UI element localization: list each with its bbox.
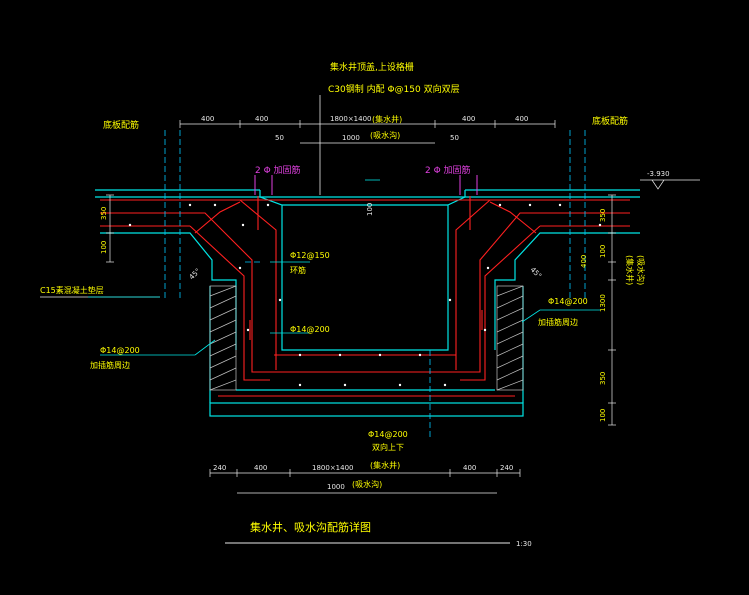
bottom-dim-4: 400 <box>463 464 476 472</box>
bottom-dim-1: 240 <box>213 464 226 472</box>
elevation-label: -3.930 <box>647 170 670 178</box>
rebar-14-left-label: Φ14@200 <box>100 346 140 355</box>
top-dim-3: 1800×1400 <box>330 115 372 123</box>
right-dim-1: 350 <box>599 209 607 222</box>
pit-label-right: (集水井) <box>625 255 635 285</box>
bottom-dim-3: 1800×1400 <box>312 464 354 472</box>
bottom-dim-5: 240 <box>500 464 513 472</box>
bottom-bar-label-left: 底板配筋 <box>103 119 139 131</box>
add-bar-label-left: 2 Φ 加固筋 <box>255 164 301 176</box>
left-dim-1: 350 <box>100 207 108 220</box>
add-around-left-label: 加插筋周边 <box>90 360 130 370</box>
top-dim-2: 400 <box>255 115 268 123</box>
cover-title: 集水井顶盖,上设格栅 <box>330 61 414 73</box>
rebar-12-label: Φ12@150 <box>290 251 330 260</box>
wall-hatch-left <box>209 285 237 391</box>
rebar-lines <box>100 196 630 397</box>
top-dim-8: 50 <box>450 134 459 142</box>
rebar-bottom-label: Φ14@200 <box>368 430 408 439</box>
wall-hatch-right <box>496 285 524 391</box>
c15-label: C15素混凝土垫层 <box>40 285 104 295</box>
right-dim-6: 100 <box>599 409 607 422</box>
trench-label-top: (吸水沟) <box>370 130 400 140</box>
callout-brackets <box>254 175 478 195</box>
top-dim-5: 400 <box>515 115 528 123</box>
trench-label-bottom: (吸水沟) <box>352 479 382 489</box>
reference-lines <box>164 130 586 440</box>
top-dim-7: 50 <box>275 134 284 142</box>
bottom-dim-6: 1000 <box>327 483 345 491</box>
drawing-scale: 1:30 <box>516 540 532 548</box>
add-around-right-label: 加插筋周边 <box>538 317 578 327</box>
rebar-dots <box>128 203 602 387</box>
ring-bar-label: 环筋 <box>290 265 306 275</box>
pit-label-top: (集水井) <box>372 114 402 124</box>
right-dim-3: 100 <box>599 245 607 258</box>
both-way-label: 双向上下 <box>372 442 404 452</box>
right-dim-5: 350 <box>599 372 607 385</box>
rebar-14-right-label: Φ14@200 <box>548 297 588 306</box>
top-dim-9: 100 <box>366 203 374 216</box>
trench-label-right: (吸水沟) <box>636 255 646 285</box>
cover-spec: C30钢制 内配 Φ@150 双向双层 <box>328 83 460 95</box>
right-dim-4: 1300 <box>599 294 607 312</box>
bottom-dim-2: 400 <box>254 464 267 472</box>
bottom-bar-label-right: 底板配筋 <box>592 115 628 127</box>
top-dim-6: 1000 <box>342 134 360 142</box>
pit-label-bottom: (集水井) <box>370 460 400 470</box>
drawing-title: 集水井、吸水沟配筋详图 <box>250 520 371 534</box>
top-dim-1: 400 <box>201 115 214 123</box>
add-bar-label-right: 2 Φ 加固筋 <box>425 164 471 176</box>
right-dim-2: 400 <box>580 255 588 268</box>
left-dim-2: 100 <box>100 241 108 254</box>
dimension-lines <box>106 120 700 494</box>
rebar-14-mid-label: Φ14@200 <box>290 325 330 334</box>
leader-lines <box>88 179 600 356</box>
top-dim-4: 400 <box>462 115 475 123</box>
